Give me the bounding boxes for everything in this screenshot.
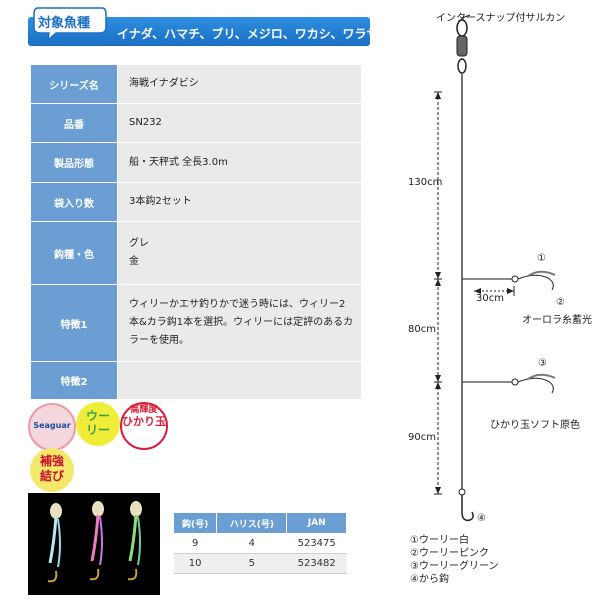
bottom-hook-icon bbox=[458, 488, 474, 522]
wooly-badge-text: ウーリー bbox=[76, 409, 120, 437]
length-bottom-label: 90cm bbox=[408, 432, 436, 443]
seaguar-badge-text: Seaguar bbox=[33, 421, 71, 430]
branch-length-label: 30cm bbox=[476, 293, 504, 304]
spec-row-feature2: 特徴2 bbox=[30, 361, 362, 400]
size-header-jan: JAN bbox=[286, 512, 347, 534]
spec-key: 品番 bbox=[30, 103, 118, 143]
seaguar-badge bbox=[28, 403, 76, 451]
spec-value: 3本鈎2セット bbox=[117, 182, 362, 222]
reinforced-knot-label: 補強結び bbox=[39, 454, 64, 483]
spec-value: ウィリーかエサ釣りかで迷う時には、ウィリー2本&カラ鈎1本を選択。ウィリーには定… bbox=[117, 284, 362, 362]
size-cell: 523482 bbox=[286, 553, 347, 574]
diagram-legend: ①ウーリー白 ②ウーリーピンク ③ウーリーグリーン ④から鈎 bbox=[410, 534, 498, 586]
spec-key: 製品形態 bbox=[30, 142, 118, 183]
rig-hook-white bbox=[47, 503, 62, 583]
legend-item: ④から鈎 bbox=[410, 574, 449, 585]
speech-bubble-icon bbox=[33, 7, 107, 41]
size-cell: 5 bbox=[216, 553, 287, 574]
bright-bead-label: ひかり玉ソフト原色 bbox=[490, 420, 580, 431]
size-header-leader: ハリス(号) bbox=[216, 512, 288, 534]
bright-bead-badge-text: 高輝度 ひかり玉 bbox=[122, 404, 166, 428]
marker-1: ① bbox=[537, 253, 546, 264]
size-header-hook: 鈎(号) bbox=[172, 512, 218, 534]
rig-diagram bbox=[434, 14, 556, 522]
swivel-label: インタースナップ付サルカン bbox=[436, 13, 566, 24]
spec-row-product-code: 品番 SN232 bbox=[30, 103, 362, 143]
spec-key: 特徴2 bbox=[30, 361, 118, 400]
rig-hook-green bbox=[127, 501, 142, 581]
target-fish-label: 対象魚種 bbox=[38, 16, 91, 31]
legend-item: ①ウーリー白 bbox=[410, 535, 469, 546]
marker-3: ③ bbox=[538, 358, 547, 369]
spec-value: グレ 金 bbox=[117, 221, 362, 285]
snap-swivel-icon bbox=[456, 19, 468, 74]
legend-item: ②ウーリーピンク bbox=[410, 548, 489, 559]
marker-4: ④ bbox=[477, 513, 486, 524]
spec-key: 袋入り数 bbox=[30, 182, 118, 222]
legend-item: ③ウーリーグリーン bbox=[410, 561, 499, 572]
bright-bead-top-label: 高輝度 bbox=[130, 405, 158, 415]
reinforced-knot-badge bbox=[30, 448, 74, 492]
size-cell: 9 bbox=[173, 533, 217, 554]
bright-bead-badge bbox=[120, 402, 168, 450]
rig-hook-pink bbox=[89, 501, 104, 581]
marker-2: ② bbox=[556, 297, 565, 308]
size-cell: 10 bbox=[173, 553, 217, 574]
spec-row-form: 製品形態 船・天秤式 全長3.0m bbox=[30, 142, 362, 183]
size-cell: 4 bbox=[216, 533, 287, 554]
spec-key: シリーズ名 bbox=[30, 64, 118, 104]
spec-row-feature1: 特徴1 ウィリーかエサ釣りかで迷う時には、ウィリー2本&カラ鈎1本を選択。ウィリ… bbox=[30, 284, 362, 362]
size-cell: 523475 bbox=[286, 533, 347, 554]
table-row: 10 5 523482 bbox=[173, 553, 347, 574]
spec-value: SN232 bbox=[117, 103, 362, 143]
size-table: 鈎(号) ハリス(号) JAN 9 4 523475 10 5 523482 bbox=[172, 512, 347, 574]
spec-key: 鈎種・色 bbox=[30, 221, 118, 285]
spec-row-pack-count: 袋入り数 3本鈎2セット bbox=[30, 182, 362, 222]
spec-value: 海戦イナダビシ bbox=[117, 64, 362, 104]
length-mid-label: 80cm bbox=[408, 324, 436, 335]
wooly-badge-label: ウーリー bbox=[85, 409, 110, 437]
bright-bead-main-label: ひかり玉 bbox=[122, 415, 166, 428]
reinforced-knot-badge-text: 補強結び bbox=[30, 454, 74, 484]
spec-table: シリーズ名 海戦イナダビシ 品番 SN232 製品形態 船・天秤式 全長3.0m… bbox=[30, 64, 362, 400]
length-top-label: 130cm bbox=[408, 177, 443, 188]
spec-row-series: シリーズ名 海戦イナダビシ bbox=[30, 64, 362, 104]
spec-key: 特徴1 bbox=[30, 284, 118, 362]
spec-value bbox=[117, 361, 362, 400]
target-fish-list: イナダ、ハマチ、ブリ、メジロ、ワカシ、ワラサ bbox=[117, 27, 379, 41]
spec-value: 船・天秤式 全長3.0m bbox=[117, 142, 362, 183]
table-row: 9 4 523475 bbox=[173, 533, 347, 554]
spec-row-hook-color: 鈎種・色 グレ 金 bbox=[30, 221, 362, 285]
size-header-row: 鈎(号) ハリス(号) JAN bbox=[172, 512, 347, 534]
aurora-thread-label: オーロラ糸蓄光 bbox=[522, 315, 592, 326]
wooly-badge bbox=[76, 402, 120, 446]
product-photo bbox=[28, 493, 160, 595]
